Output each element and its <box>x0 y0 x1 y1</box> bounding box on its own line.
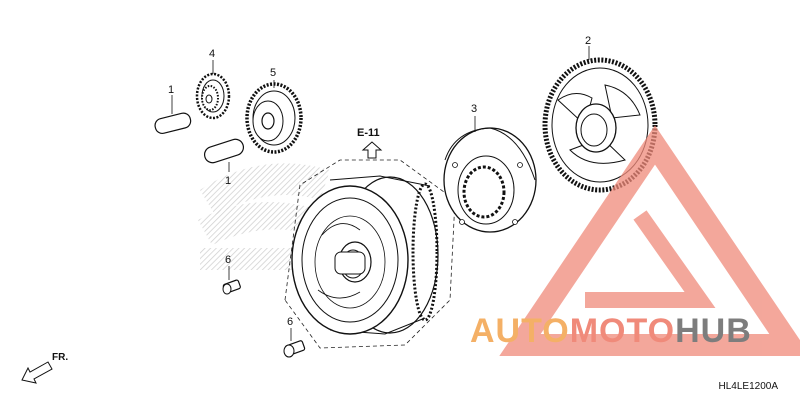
assembly-outline <box>284 159 456 349</box>
callout-3: 3 <box>471 103 477 115</box>
front-direction-arrow <box>21 361 53 384</box>
callout-6-lower: 6 <box>287 316 293 328</box>
watermark-part-hub: HUB <box>675 312 752 350</box>
watermark-text: AUTOMOTOHUB <box>470 312 752 351</box>
diagram-code: HL4LE1200A <box>718 381 779 392</box>
pin-upper <box>154 95 192 135</box>
starter-driven-gear <box>542 46 658 193</box>
one-way-clutch <box>443 116 537 233</box>
callout-1-upper: 1 <box>168 84 174 96</box>
reference-arrow <box>361 141 383 159</box>
watermark-triangle-logo <box>499 125 800 356</box>
reference-label: E-11 <box>357 127 380 139</box>
callout-2: 2 <box>585 35 591 47</box>
callout-6-upper: 6 <box>225 254 231 266</box>
watermark-part-moto: MOTO <box>569 312 676 350</box>
bolt-lower <box>283 328 306 358</box>
starter-clutch-housing <box>291 175 439 335</box>
callout-4: 4 <box>209 48 215 60</box>
direction-label: FR. <box>52 352 68 363</box>
bolt-upper <box>222 266 241 295</box>
pin-lower <box>203 138 245 172</box>
callout-5: 5 <box>270 67 276 79</box>
idle-gear-small <box>195 60 231 120</box>
watermark-part-auto: AUTO <box>470 312 570 350</box>
reduction-gear <box>245 80 303 154</box>
faint-brand-logo <box>198 163 330 270</box>
callout-1-lower: 1 <box>225 175 231 187</box>
